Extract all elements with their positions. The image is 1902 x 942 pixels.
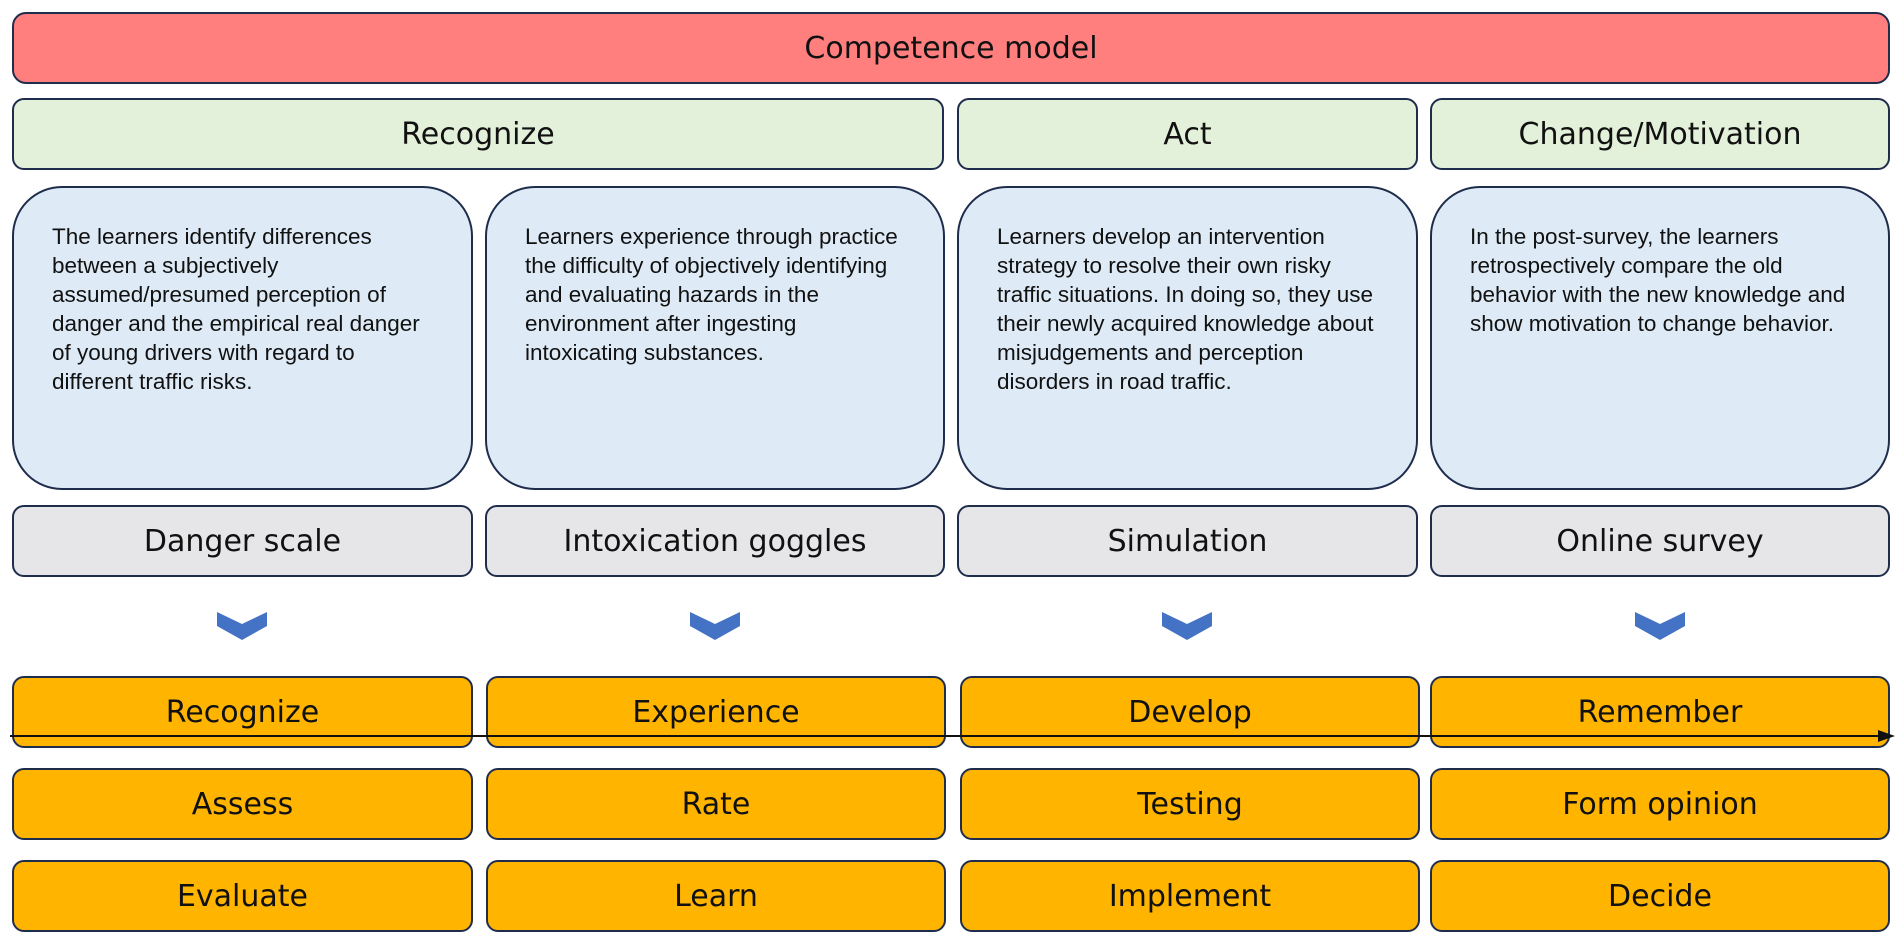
step-decide: Decide: [1430, 860, 1890, 932]
description-online-survey: In the post-survey, the learners retrosp…: [1430, 186, 1890, 490]
header-recognize: Recognize: [12, 98, 944, 170]
step-assess: Assess: [12, 768, 473, 840]
description-simulation: Learners develop an intervention strateg…: [957, 186, 1418, 490]
step-learn: Learn: [486, 860, 946, 932]
step-testing: Testing: [960, 768, 1420, 840]
tool-intoxication-goggles: Intoxication goggles: [485, 505, 945, 577]
timeline-arrow: [10, 730, 1895, 742]
chevron-down-icon: [217, 612, 267, 640]
step-form-opinion: Form opinion: [1430, 768, 1890, 840]
header-change-motivation: Change/Motivation: [1430, 98, 1890, 170]
step-implement: Implement: [960, 860, 1420, 932]
tool-online-survey: Online survey: [1430, 505, 1890, 577]
competence-model-title: Competence model: [12, 12, 1890, 84]
chevron-down-icon: [1162, 612, 1212, 640]
chevron-down-icon: [690, 612, 740, 640]
description-intoxication-goggles: Learners experience through practice the…: [485, 186, 945, 490]
tool-simulation: Simulation: [957, 505, 1418, 577]
description-danger-scale: The learners identify differences betwee…: [12, 186, 473, 490]
step-rate: Rate: [486, 768, 946, 840]
step-evaluate: Evaluate: [12, 860, 473, 932]
header-act: Act: [957, 98, 1418, 170]
tool-danger-scale: Danger scale: [12, 505, 473, 577]
chevron-down-icon: [1635, 612, 1685, 640]
